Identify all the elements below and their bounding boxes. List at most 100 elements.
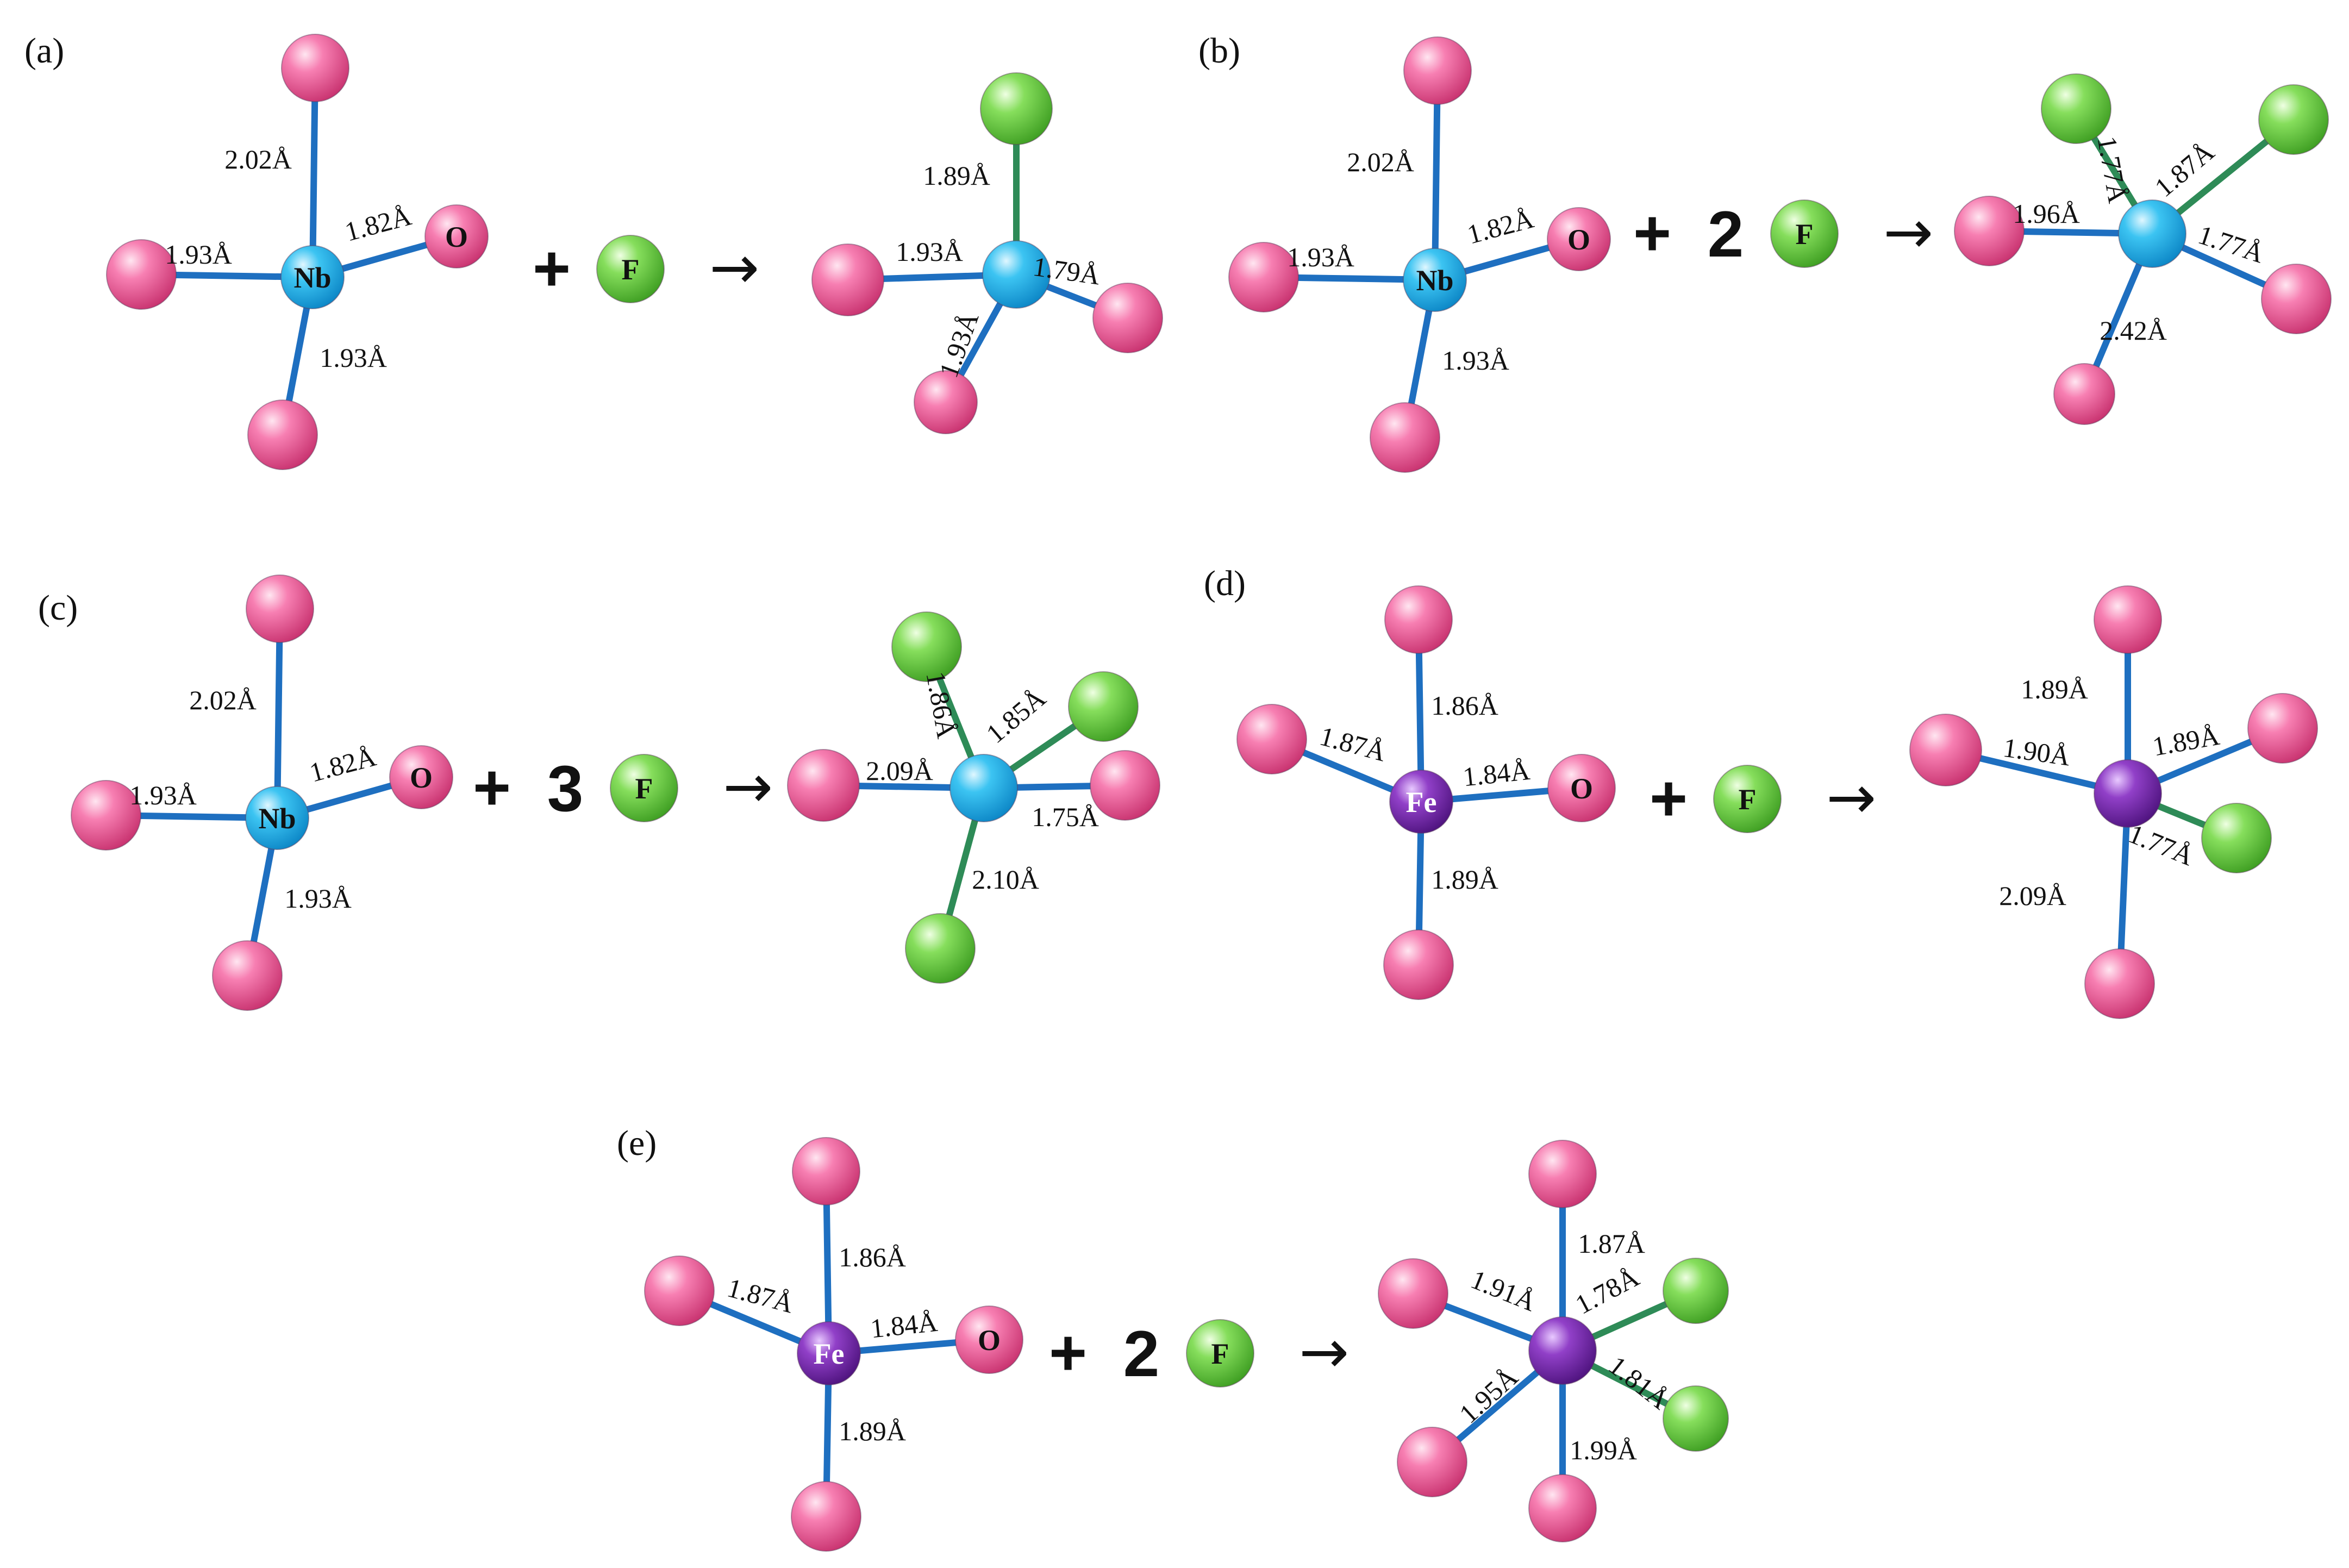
bond-length-label: 1.93Å	[320, 342, 387, 373]
niobium-atom-symbol: Nb	[293, 261, 331, 294]
reaction-arrow: →	[1826, 763, 1876, 832]
bond	[309, 65, 318, 280]
plus-sign: +	[1049, 1316, 1087, 1389]
oxygen-atom-labeled	[389, 745, 453, 809]
plus-sign: +	[533, 232, 571, 305]
fluorine-atom	[2258, 84, 2329, 155]
oxygen-atom-labeled-symbol: O	[410, 761, 433, 794]
fluorine-atom-reagent-symbol: F	[622, 253, 640, 286]
fluorine-atom-reagent	[1713, 765, 1782, 833]
niobium-atom-symbol: Nb	[1416, 264, 1453, 297]
reaction-arrow: →	[1883, 197, 1933, 267]
bond-length-label: 2.09Å	[1999, 880, 2066, 911]
fluorine-atom-reagent	[1770, 199, 1839, 268]
fluorine-atom	[1663, 1385, 1729, 1452]
fluorine-atom	[1663, 1258, 1729, 1324]
fluorine-atom	[2201, 803, 2272, 873]
oxygen-atom	[71, 780, 141, 851]
bond	[1432, 67, 1441, 283]
bond-length-label: 1.85Å	[980, 683, 1052, 749]
oxygen-atom	[914, 370, 978, 434]
iron-atom	[2094, 759, 2162, 828]
plus-sign: +	[473, 751, 511, 824]
fluorine-atom-reagent-symbol: F	[1739, 783, 1757, 816]
oxygen-atom	[792, 1137, 860, 1205]
oxygen-atom	[1528, 1474, 1597, 1542]
bond-length-label: 2.09Å	[866, 755, 933, 786]
oxygen-atom	[1954, 196, 2025, 266]
oxygen-atom	[1383, 929, 1454, 1000]
oxygen-atom	[811, 243, 884, 316]
niobium-atom-symbol: Nb	[258, 802, 296, 835]
oxygen-atom	[1909, 714, 1982, 786]
oxygen-atom	[2261, 264, 2332, 334]
oxygen-atom-labeled-symbol: O	[1570, 772, 1593, 805]
oxygen-atom	[1370, 402, 1440, 473]
bond-length-label: 1.78Å	[1570, 1261, 1644, 1320]
bond-length-label: 1.77Å	[2125, 818, 2198, 871]
oxygen-atom	[1378, 1258, 1448, 1329]
niobium-atom	[949, 754, 1018, 822]
bond-length-label: 2.42Å	[2100, 315, 2167, 346]
bond-length-label: 1.99Å	[1570, 1435, 1637, 1465]
fluorine-atom	[905, 913, 976, 984]
reaction-arrow: →	[709, 233, 759, 302]
fluorine-atom	[980, 72, 1053, 145]
fluorine-atom-reagent	[1186, 1319, 1254, 1388]
oxygen-atom	[1092, 283, 1163, 353]
oxygen-atom	[212, 940, 283, 1011]
oxygen-atom	[2247, 693, 2318, 764]
oxygen-atom-labeled-symbol: O	[445, 221, 468, 253]
niobium-atom	[280, 245, 345, 309]
oxygen-atom	[1228, 242, 1299, 313]
iron-atom-symbol: Fe	[814, 1338, 845, 1370]
bond	[274, 605, 283, 821]
oxygen-atom	[2084, 948, 2155, 1019]
fluorine-atom-reagent-symbol: F	[1211, 1338, 1229, 1370]
iron-atom	[797, 1321, 861, 1385]
oxygen-atom	[2094, 585, 2162, 654]
oxygen-atom-labeled	[955, 1305, 1023, 1374]
reaction-arrow: →	[723, 752, 773, 821]
bond-length-label: 1.93Å	[896, 236, 963, 267]
oxygen-atom	[106, 239, 177, 310]
bond-length-label: 1.84Å	[1461, 755, 1532, 792]
bond-length-label: 1.89Å	[839, 1416, 906, 1446]
panel-label-c: (c)	[38, 588, 78, 628]
fluorine-atom	[1068, 671, 1139, 742]
iron-atom	[1389, 770, 1453, 834]
bond-length-label: 1.77Å	[2091, 134, 2133, 205]
bond-length-label: 1.82Å	[342, 201, 415, 247]
bond-length-label: 1.91Å	[1467, 1264, 1541, 1317]
fluorine-atom-reagent	[610, 754, 678, 822]
oxygen-atom	[247, 399, 318, 470]
bond-length-label: 1.86Å	[920, 669, 962, 740]
fluorine-atom-reagent-symbol: F	[635, 772, 653, 805]
bond-length-label: 1.93Å	[1442, 345, 1509, 376]
oxygen-atom-labeled-symbol: O	[978, 1324, 1001, 1357]
bond-length-label: 2.02Å	[224, 144, 292, 174]
panel-label-b: (b)	[1198, 31, 1240, 71]
bond-length-label: 1.89Å	[2021, 674, 2088, 704]
bond-length-label: 1.96Å	[2013, 198, 2080, 229]
oxygen-atom	[1090, 750, 1160, 821]
coefficient: 2	[1708, 198, 1744, 271]
oxygen-atom	[281, 34, 349, 102]
bond-length-label: 1.86Å	[1431, 690, 1498, 721]
bond-length-label: 1.93Å	[284, 883, 352, 914]
iron-atom	[1528, 1316, 1597, 1385]
coefficient: 2	[1123, 1317, 1160, 1390]
niobium-atom	[1403, 248, 1467, 312]
oxygen-atom	[1236, 704, 1307, 774]
panel-label-d: (d)	[1204, 564, 1246, 603]
bond-length-label: 2.10Å	[972, 864, 1039, 895]
oxygen-atom-labeled	[1547, 754, 1616, 822]
niobium-atom	[2118, 199, 2186, 268]
bond-length-label: 1.93Å	[1287, 242, 1354, 272]
oxygen-atom-labeled	[1547, 207, 1611, 271]
oxygen-atom-labeled	[424, 204, 489, 268]
bond-length-label: 1.93Å	[165, 239, 232, 270]
panel-label-e: (e)	[617, 1123, 657, 1163]
